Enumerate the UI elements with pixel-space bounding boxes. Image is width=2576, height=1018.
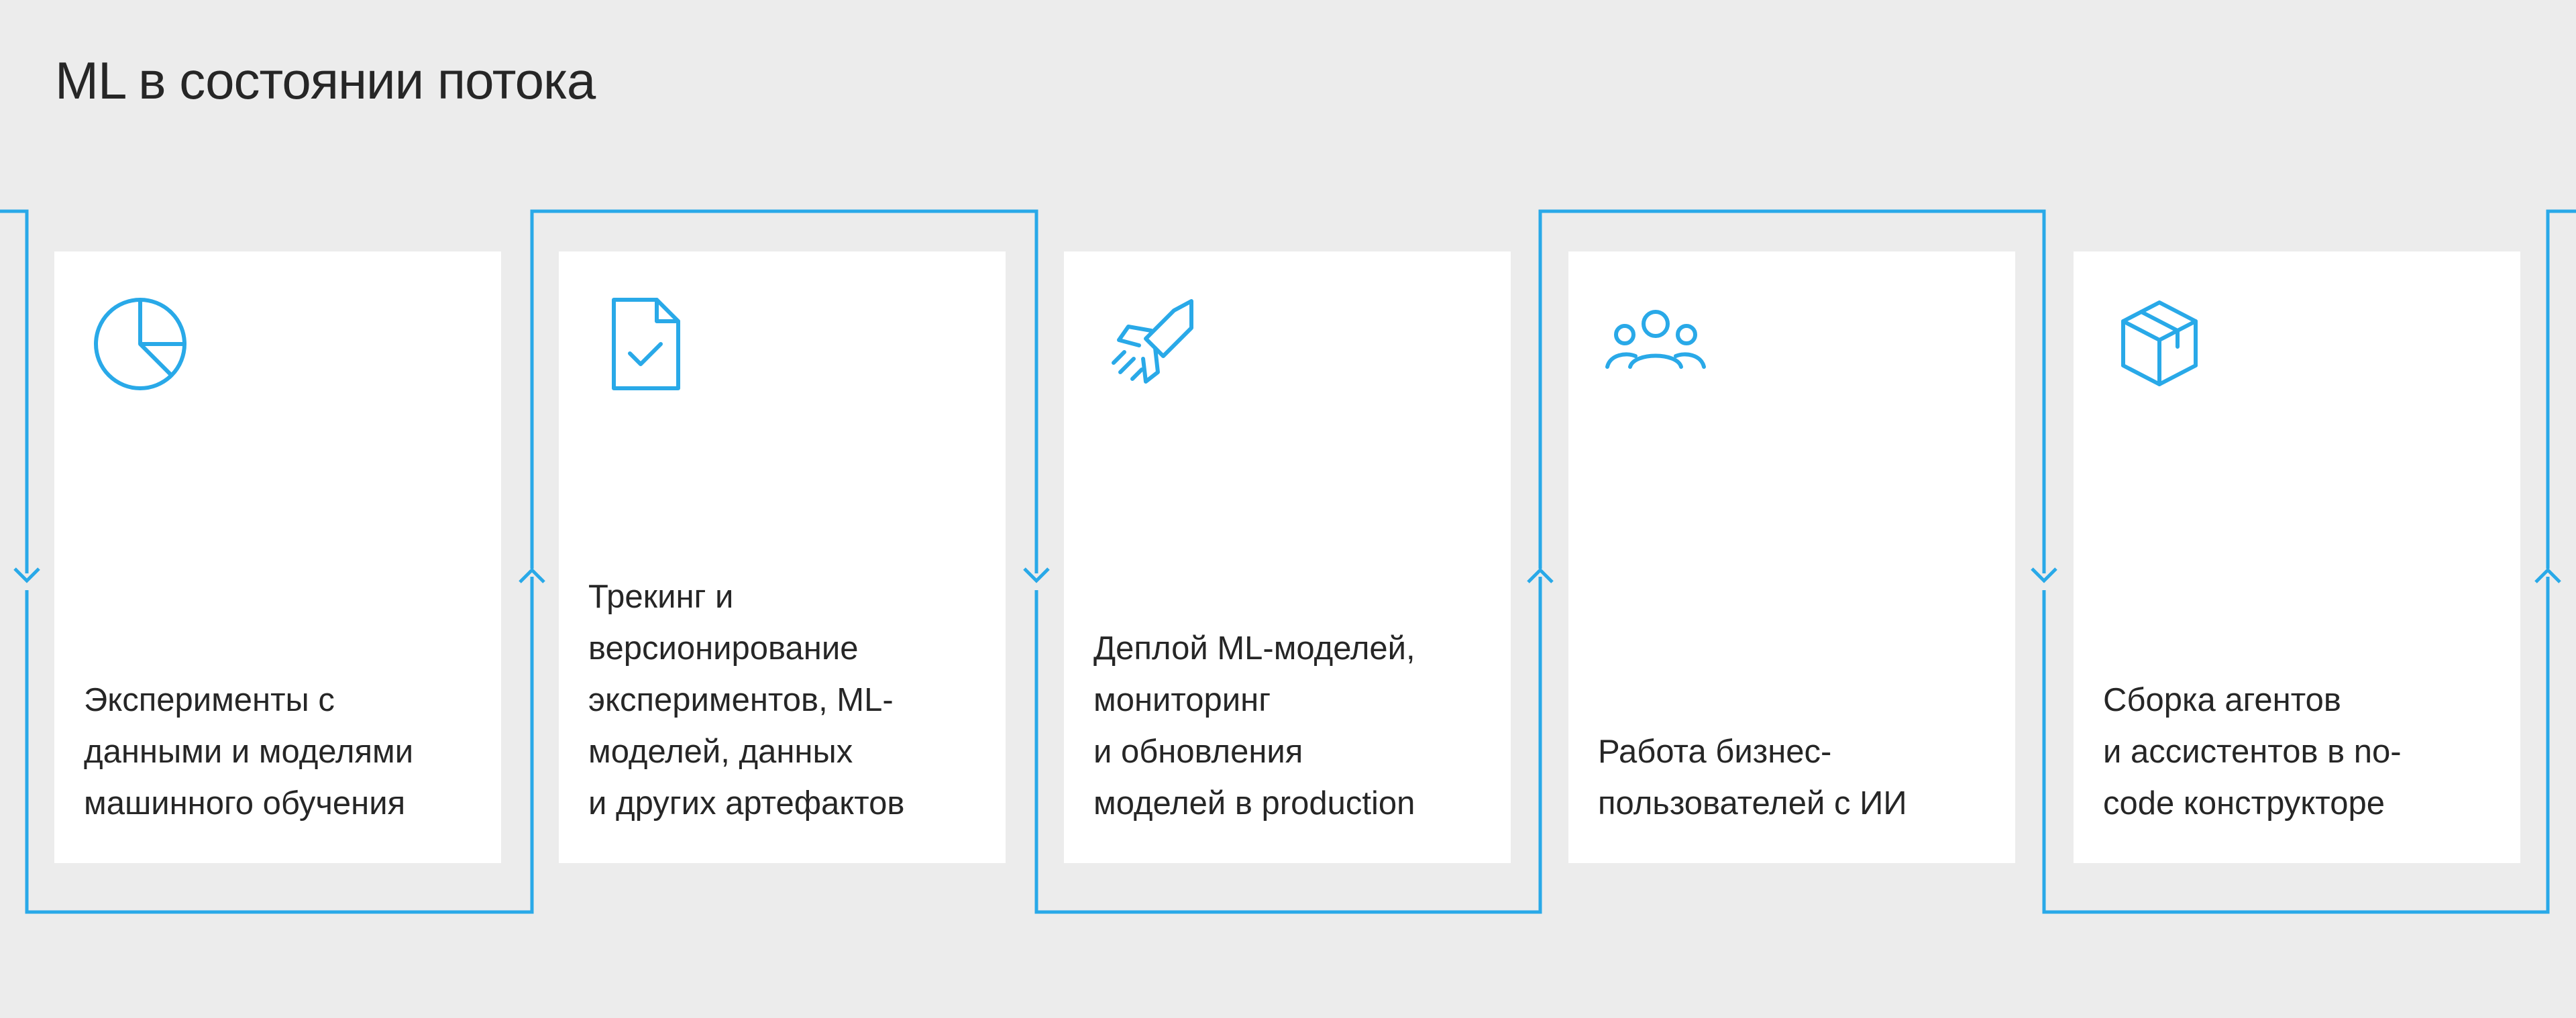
step-text: Сборка агентов и ассистентов в no- code … [2103, 682, 2402, 822]
user-group-icon [1605, 310, 1706, 369]
flow-connector-end [2546, 209, 2576, 569]
arrow-up-icon [1527, 567, 1554, 583]
arrow-up-icon [2534, 567, 2561, 583]
step-card-5: Сборка агентов и ассистентов в no- code … [2074, 251, 2520, 863]
arrow-down-icon [13, 567, 40, 583]
arrow-down-icon [1023, 567, 1050, 583]
step-card-1: Эксперименты с данными и моделями машинн… [54, 251, 501, 863]
arrow-down-icon [2031, 567, 2057, 583]
step-card-3: Деплой ML-моделей, мониторинг и обновлен… [1064, 251, 1511, 863]
cube-box-icon [2121, 300, 2198, 386]
rocket-icon [1112, 299, 1193, 384]
step-text: Работа бизнес- пользователей с ИИ [1598, 734, 1907, 822]
step-card-4: Работа бизнес- пользователей с ИИ [1568, 251, 2015, 863]
step-text: Эксперименты с данными и моделями машинн… [84, 682, 414, 822]
page-title: ML в состоянии потока [55, 51, 596, 110]
step-text: Деплой ML-моделей, мониторинг и обновлен… [1093, 630, 1415, 822]
step-text: Трекинг и версионирование экспериментов,… [588, 579, 905, 822]
flow-connector-start [0, 209, 29, 573]
pie-chart-icon [94, 298, 186, 390]
step-card-2: Трекинг и версионирование экспериментов,… [559, 251, 1006, 863]
arrow-up-icon [519, 567, 545, 583]
document-check-icon [612, 298, 680, 390]
